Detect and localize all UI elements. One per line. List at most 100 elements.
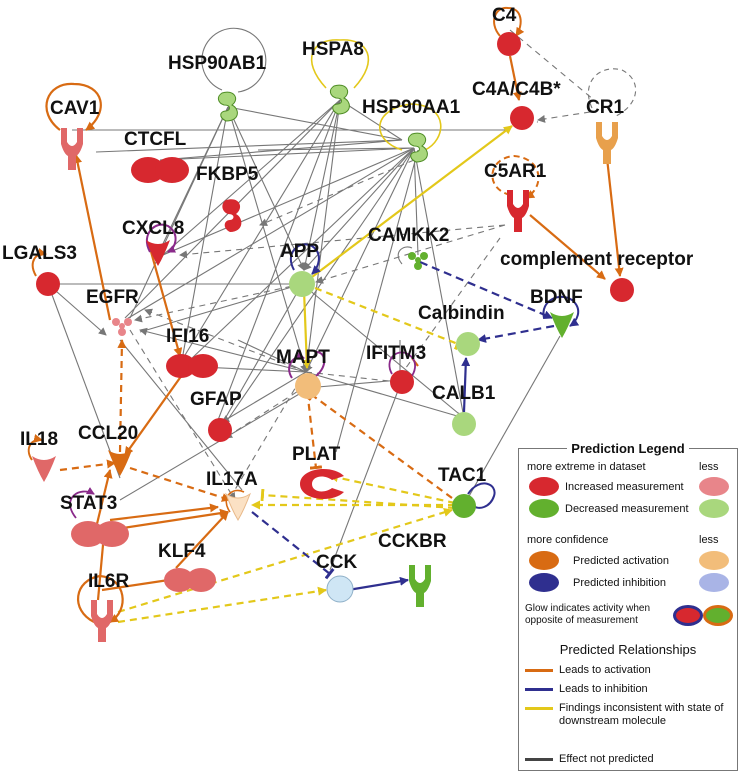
cxcl8-node[interactable] (146, 240, 170, 266)
legend-pred-inhibition: Predicted inhibition (573, 577, 666, 589)
label-il6r: IL6R (88, 571, 130, 592)
legend-increased: Increased measurement (565, 481, 684, 493)
label-c4: C4 (492, 5, 517, 26)
legend-swatch-decreased-light (699, 499, 729, 518)
legend-swatch-inhibition-dark (529, 573, 559, 592)
legend-line-findings (525, 707, 553, 710)
label-cav1: CAV1 (50, 98, 100, 119)
c4-node[interactable] (497, 32, 521, 56)
legend-leads-activation: Leads to activation (559, 664, 651, 676)
bdnf-node[interactable] (550, 312, 574, 338)
label-plat: PLAT (292, 444, 341, 465)
legend-swatch-activation-light (699, 551, 729, 570)
legend-swatch-decreased-dark (529, 499, 559, 518)
tac1-node[interactable] (452, 494, 476, 518)
cav1-node[interactable] (61, 128, 83, 170)
ifi16-node[interactable] (166, 354, 218, 378)
c5ar1-node[interactable] (507, 190, 529, 232)
label-ctcfl: CTCFL (124, 129, 187, 150)
hspa8-node[interactable] (329, 84, 350, 115)
legend-line-inhibition (525, 688, 553, 691)
label-c4a-c4b: C4A/C4B* (472, 79, 561, 100)
legend-swatch-increased-dark (529, 477, 559, 496)
label-egfr: EGFR (86, 287, 139, 308)
hsp90ab1-node[interactable] (217, 91, 238, 122)
hsp90aa1-node[interactable] (407, 132, 428, 163)
label-stat3: STAT3 (60, 493, 118, 514)
legend-line-not-predicted (525, 758, 553, 761)
calbindin-node[interactable] (456, 332, 480, 356)
label-tac1: TAC1 (438, 465, 487, 486)
label-complement-receptor: complement receptor (500, 249, 694, 270)
camkk2-node[interactable] (408, 252, 428, 270)
legend-pred-activation: Predicted activation (573, 555, 669, 567)
legend-glow-note: Glow indicates activity when opposite of… (525, 603, 651, 626)
self-loops (27, 6, 637, 623)
label-hspa8: HSPA8 (302, 39, 364, 60)
ifitm3-node[interactable] (390, 370, 414, 394)
blue-edges (251, 260, 555, 592)
cck-node[interactable] (326, 575, 354, 603)
egfr-node[interactable] (112, 318, 132, 336)
label-lgals3: LGALS3 (2, 243, 77, 264)
label-calbindin: Calbindin (418, 303, 505, 324)
il17a-node[interactable] (224, 492, 252, 521)
label-ccl20: CCL20 (78, 423, 139, 444)
label-fkbp5: FKBP5 (196, 164, 259, 185)
app-node[interactable] (289, 271, 315, 297)
label-app: APP (280, 241, 320, 262)
label-camkk2: CAMKK2 (368, 225, 450, 246)
gray-edges (47, 99, 561, 571)
il18-node[interactable] (32, 456, 56, 482)
legend-swatch-increased-light (699, 477, 729, 496)
gfap-node[interactable] (208, 418, 232, 442)
label-ifi16: IFI16 (166, 326, 210, 347)
legend-effect-not-predicted: Effect not predicted (559, 753, 654, 765)
label-cxcl8: CXCL8 (122, 218, 185, 239)
legend-less-label-2: less (699, 534, 719, 546)
cckbr-node[interactable] (409, 565, 431, 607)
legend-glow-green (703, 605, 733, 626)
label-mapt: MAPT (276, 347, 330, 368)
stat3-node[interactable] (71, 521, 129, 547)
legend-relationships-title: Predicted Relationships (559, 642, 697, 657)
lgals3-node[interactable] (36, 272, 60, 296)
legend-glow-red (673, 605, 703, 626)
legend-findings: Findings inconsistent with state of down… (559, 702, 724, 727)
label-hsp90aa1: HSP90AA1 (362, 97, 461, 118)
mapt-node[interactable] (295, 373, 321, 399)
label-gfap: GFAP (190, 389, 242, 410)
legend-confidence-label: more confidence (527, 534, 609, 546)
label-il17a: IL17A (206, 469, 258, 490)
ccl20-node[interactable] (108, 450, 132, 476)
cr1-node[interactable] (596, 122, 618, 164)
label-il18: IL18 (20, 429, 59, 450)
c4a-c4b-node[interactable] (510, 106, 534, 130)
label-ifitm3: IFITM3 (366, 343, 427, 364)
complement-receptor-node[interactable] (610, 278, 634, 302)
prediction-legend: Prediction Legend more extreme in datase… (518, 441, 738, 771)
legend-swatch-inhibition-light (699, 573, 729, 592)
label-cr1: CR1 (586, 97, 625, 118)
klf4-node[interactable] (164, 568, 216, 592)
yellow-edges (117, 125, 513, 624)
label-klf4: KLF4 (158, 541, 206, 562)
legend-decreased: Decreased measurement (565, 503, 689, 515)
nodes (32, 32, 634, 642)
label-cck: CCK (316, 552, 358, 573)
legend-extreme-label: more extreme in dataset (527, 461, 646, 473)
label-cckbr: CCKBR (378, 531, 447, 552)
label-c5ar1: C5AR1 (484, 161, 547, 182)
legend-title: Prediction Legend (567, 441, 689, 456)
il6r-node[interactable] (91, 600, 113, 642)
legend-leads-inhibition: Leads to inhibition (559, 683, 648, 695)
calb1-node[interactable] (452, 412, 476, 436)
fkbp5-node[interactable] (222, 199, 242, 232)
ctcfl-node[interactable] (131, 157, 189, 183)
label-bdnf: BDNF (530, 287, 583, 308)
legend-line-activation (525, 669, 553, 672)
label-calb1: CALB1 (432, 383, 496, 404)
legend-less-label-1: less (699, 461, 719, 473)
plat-node[interactable] (300, 469, 344, 499)
